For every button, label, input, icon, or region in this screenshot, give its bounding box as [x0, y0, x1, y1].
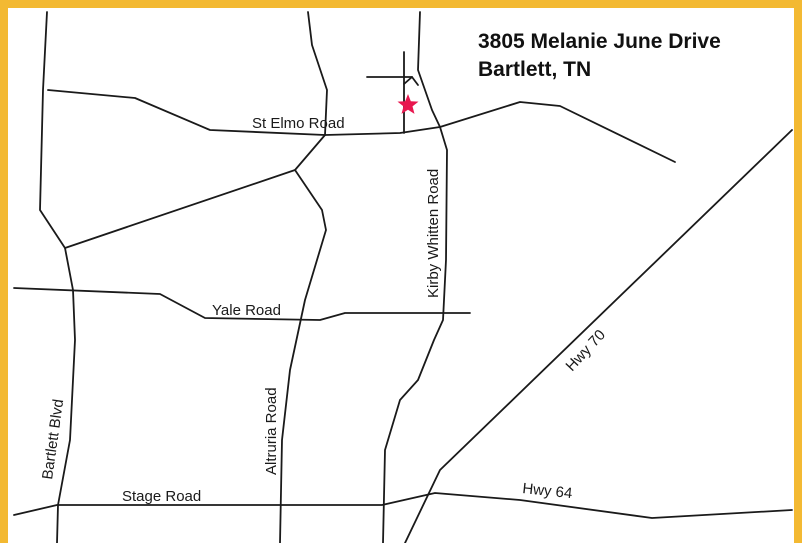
road-northwest — [47, 89, 326, 136]
road-lane-loop — [403, 76, 419, 86]
label-stage-road: Stage Road — [122, 488, 201, 505]
label-st-elmo-road: St Elmo Road — [252, 115, 345, 132]
address-line-1: 3805 Melanie June Drive — [478, 30, 721, 53]
label-bartlett-blvd: Bartlett Blvd — [39, 398, 67, 480]
road-kirby-whitten — [382, 11, 448, 543]
star-icon — [397, 94, 419, 114]
road-yale — [13, 287, 471, 321]
label-hwy-70: Hwy 70 — [562, 327, 609, 375]
label-altruria-road: Altruria Road — [263, 387, 280, 475]
road-altruria — [279, 169, 327, 543]
label-kirby-whitten-road: Kirby Whitten Road — [425, 169, 442, 298]
road-hwy70 — [404, 129, 793, 543]
label-yale-road: Yale Road — [212, 302, 281, 319]
road-stage-hwy64 — [13, 492, 793, 519]
road-st-elmo — [324, 101, 676, 163]
address-line-2: Bartlett, TN — [478, 58, 591, 81]
label-hwy-64: Hwy 64 — [522, 480, 574, 502]
road-north-branch — [307, 11, 328, 136]
road-connector-diagonal — [64, 134, 326, 249]
